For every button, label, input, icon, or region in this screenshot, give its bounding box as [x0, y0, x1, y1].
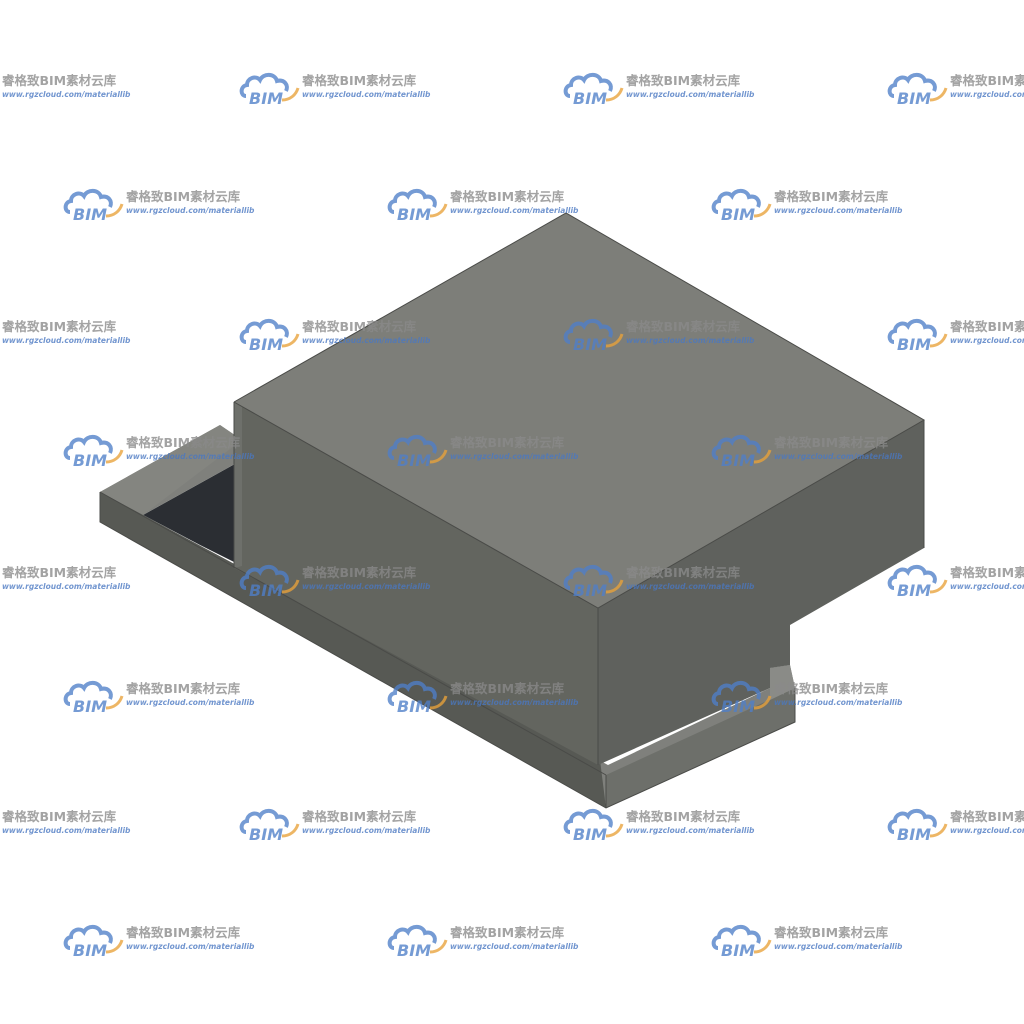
box-cavity-floor: [143, 460, 242, 566]
tall-wall-left: [234, 398, 242, 568]
edge-lines: [99, 212, 925, 809]
right-step-top: [770, 665, 795, 700]
box-top-face: [234, 213, 924, 608]
right-step-face: [606, 688, 795, 808]
left-rim-top: [100, 425, 242, 515]
box-right-face: [598, 420, 924, 765]
tall-wall-front: [234, 402, 598, 765]
front-ledge-face: [100, 492, 606, 808]
